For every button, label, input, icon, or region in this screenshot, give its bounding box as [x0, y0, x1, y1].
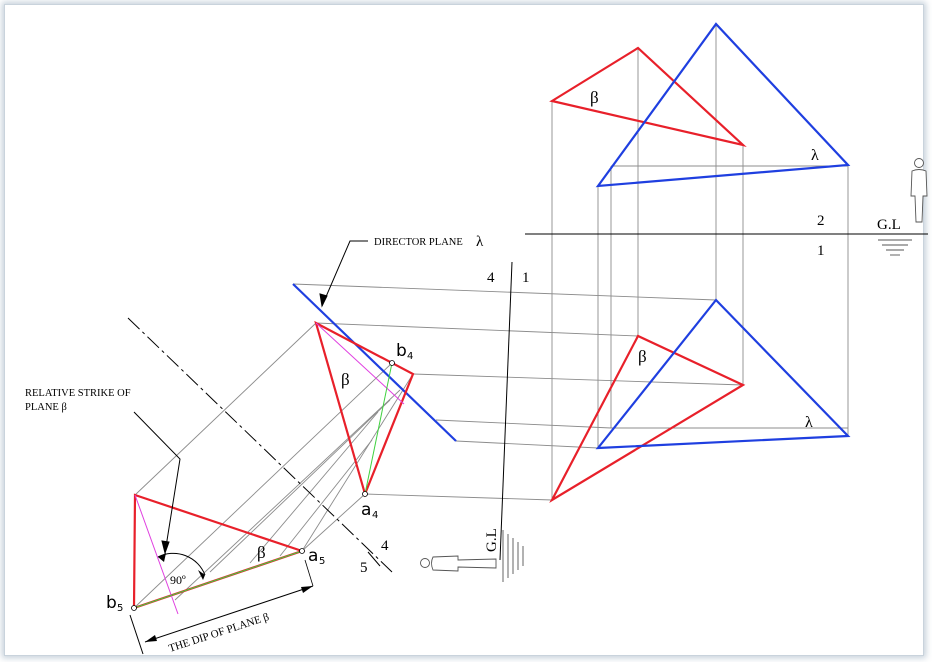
strike-leader — [133, 411, 181, 554]
plane-number-2: 2 — [817, 213, 825, 229]
director-plane-edge-view — [292, 283, 457, 442]
beta-label-view5: β — [257, 543, 266, 562]
ab-line-view-4 — [364, 362, 393, 495]
side-ground-hatch-icon — [502, 530, 524, 582]
point-a5-label: a — [308, 546, 318, 566]
ground-line-1-4 — [499, 261, 513, 561]
plane-lambda-front-view — [595, 298, 851, 450]
relative-strike-label-line2: PLANE β — [25, 402, 67, 413]
plane-beta-top-view — [549, 46, 747, 148]
point-a5 — [299, 548, 305, 554]
plane-number-4-bottom: 4 — [381, 538, 389, 554]
gl-label-top-right: G.L — [877, 217, 901, 233]
ground-line-4-5 — [127, 317, 393, 573]
ab-line-view-5 — [133, 550, 303, 609]
strike-line-view-5 — [134, 494, 179, 615]
folding-lines — [127, 233, 928, 655]
director-plane-label: DIRECTOR PLANE — [374, 237, 463, 248]
drawing-frame — [4, 4, 924, 656]
point-b5 — [131, 605, 137, 611]
gl-label-vertical: G.L — [484, 528, 500, 552]
point-b4-label: b — [396, 341, 407, 361]
beta-label-top: β — [590, 88, 599, 107]
plane-number-1-aux: 1 — [522, 270, 530, 286]
dip-dimension — [144, 559, 314, 643]
ground-hatch-icon — [878, 239, 912, 256]
right-angle-label: 90º — [170, 573, 186, 587]
relative-strike-label-line1: RELATIVE STRIKE OF — [25, 388, 131, 399]
point-b4-subscript: 4 — [407, 351, 413, 362]
point-b4 — [389, 360, 395, 366]
director-plane-leader — [321, 240, 368, 307]
standing-person-icon — [910, 158, 928, 223]
plane-beta-aux-view-4 — [314, 320, 415, 498]
point-b5-label: b — [106, 593, 117, 613]
point-a5-subscript: 5 — [319, 556, 325, 567]
lambda-label-front: λ — [805, 414, 813, 431]
construction-lines — [133, 24, 849, 609]
point-a4-subscript: 4 — [372, 510, 378, 521]
director-plane-lambda: λ — [476, 234, 484, 250]
lambda-label-top: λ — [811, 147, 819, 164]
plane-number-4-top: 4 — [487, 270, 495, 286]
beta-label-view4: β — [341, 370, 350, 389]
lying-person-icon — [420, 555, 497, 572]
plane-beta-front-view — [549, 334, 746, 503]
beta-label-front: β — [638, 347, 647, 366]
plane-number-1: 1 — [817, 243, 825, 259]
strike-line-view-4 — [315, 322, 405, 405]
plane-number-5: 5 — [360, 560, 368, 576]
point-a4 — [362, 491, 368, 497]
plane-beta-aux-view-5 — [132, 493, 306, 610]
point-a4-label: a — [361, 500, 371, 520]
plane-lambda-top-view — [595, 22, 851, 188]
point-b5-subscript: 5 — [117, 603, 123, 614]
